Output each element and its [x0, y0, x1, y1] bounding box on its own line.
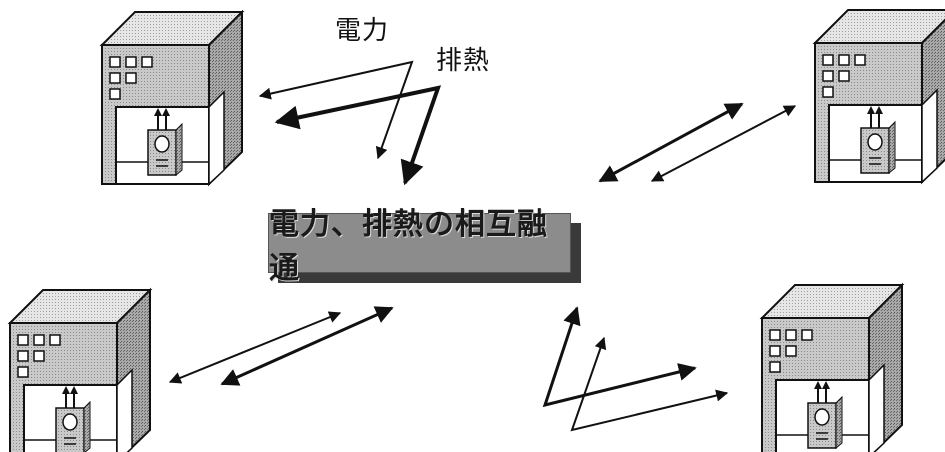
arrows-top-right — [598, 102, 797, 183]
building-top-right — [814, 9, 945, 183]
building-top-left — [101, 11, 243, 185]
arrows-top-left — [258, 60, 442, 186]
heat-label: 排熱 — [436, 46, 491, 76]
arrows-bottom-right — [542, 306, 729, 432]
center-label: 電力、排熱の相互融通 — [269, 207, 548, 286]
center-box: 電力、排熱の相互融通 — [268, 207, 581, 286]
center-box-face: 電力、排熱の相互融通 — [268, 207, 571, 286]
building-bottom-right — [761, 284, 903, 452]
building-bottom-left — [9, 289, 151, 452]
power-label: 電力 — [335, 16, 390, 46]
arrows-bottom-left — [168, 306, 394, 386]
